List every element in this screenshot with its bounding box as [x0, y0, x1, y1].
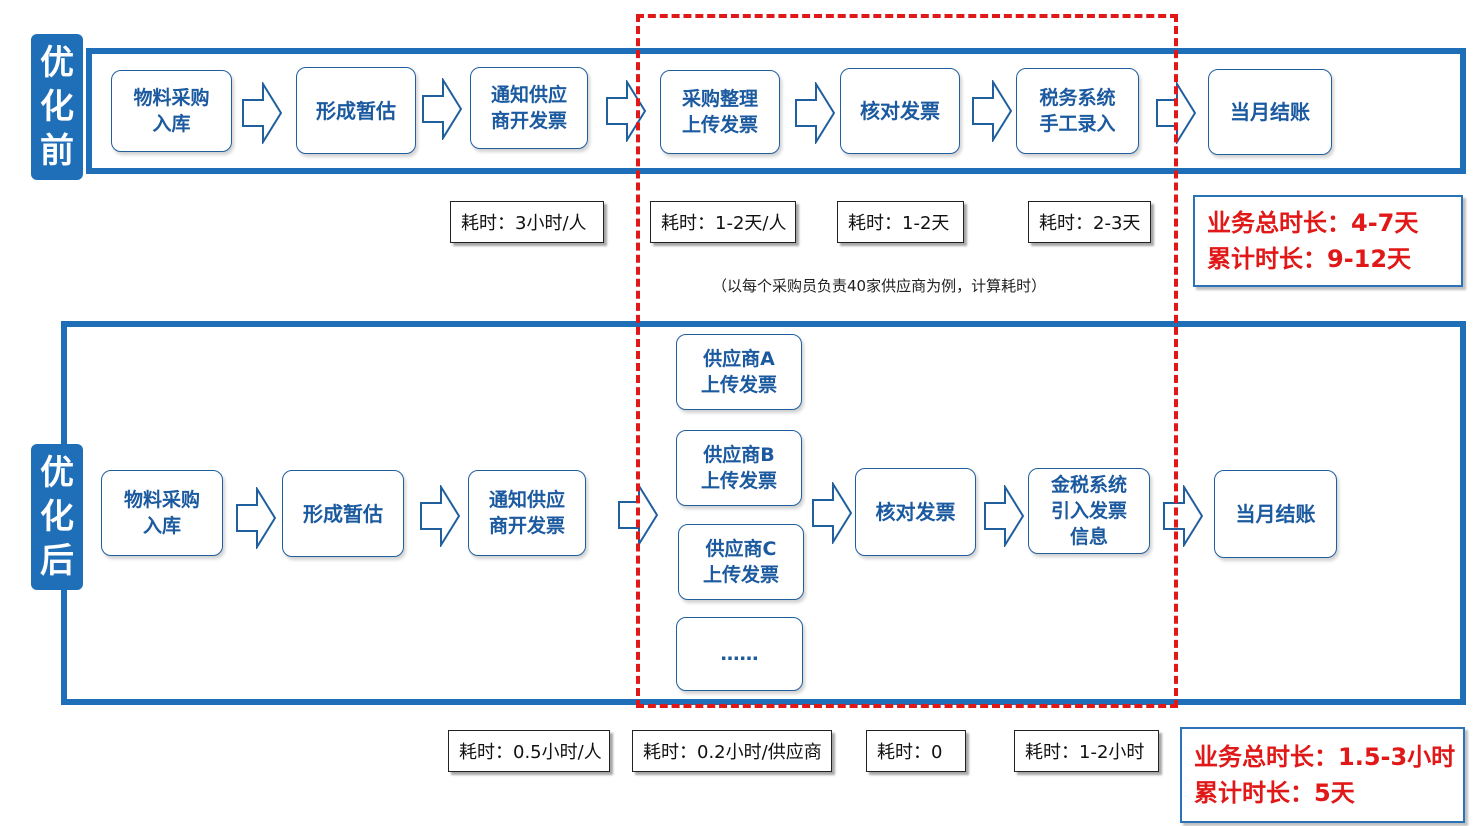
step-label-line: 形成暂估	[316, 98, 396, 123]
supplier-a-upload: 供应商A 上传发票	[676, 334, 802, 410]
step-label: 物料采购入库	[124, 487, 200, 539]
step-label: ……	[721, 641, 759, 667]
arrow-right-icon	[242, 82, 282, 144]
calculation-note: （以每个采购员负责40家供应商为例，计算耗时）	[712, 277, 1047, 295]
before-step-notify-supplier: 通知供应商开发票	[470, 67, 588, 149]
before-label-char: 优	[40, 43, 74, 83]
step-label: 物料采购入库	[133, 85, 209, 137]
step-label: 金税系统引入发票信息	[1051, 472, 1127, 550]
before-summary-cumulative-duration: 累计时长：9-12天	[1207, 245, 1412, 273]
before-step-purchase-receipt: 物料采购入库	[111, 70, 232, 152]
step-label-line: 上传发票	[700, 470, 777, 492]
arrow-right-icon	[618, 484, 658, 546]
arrow-right-icon	[422, 78, 462, 140]
before-frame	[86, 48, 1466, 174]
step-label-line: 供应商C	[705, 538, 777, 560]
step-label-line: 通知供应	[488, 489, 565, 511]
after-step-purchase-receipt: 物料采购入库	[101, 470, 223, 556]
step-label-line: 供应商A	[703, 348, 775, 370]
step-label-line: ……	[720, 643, 759, 665]
step-label: 供应商A 上传发票	[701, 346, 777, 398]
supplier-c-upload: 供应商C 上传发票	[678, 524, 804, 600]
before-step-month-close: 当月结账	[1208, 69, 1332, 155]
step-label-line: 入库	[142, 515, 181, 537]
step-label: 采购整理上传发票	[682, 86, 758, 138]
before-step-organize-upload: 采购整理上传发票	[660, 70, 780, 154]
before-summary: 业务总时长：4-7天 累计时长：9-12天	[1193, 195, 1463, 287]
step-label: 核对发票	[860, 97, 940, 125]
arrow-right-icon	[812, 482, 852, 544]
before-step-estimate: 形成暂估	[296, 67, 416, 154]
after-summary-business-duration: 业务总时长：1.5-3小时	[1194, 743, 1456, 771]
step-label-line: 税务系统	[1039, 87, 1116, 109]
after-step-estimate: 形成暂估	[282, 470, 404, 557]
step-label: 税务系统手工录入	[1039, 85, 1115, 137]
after-step-notify-supplier: 通知供应商开发票	[468, 470, 586, 556]
arrow-right-icon	[1163, 485, 1203, 547]
step-label-line: 上传发票	[681, 114, 758, 136]
step-label: 供应商C 上传发票	[703, 536, 779, 588]
before-time-upload: 耗时：1-2天/人	[650, 201, 796, 243]
step-label: 核对发票	[876, 498, 956, 526]
after-summary-cumulative-duration: 累计时长：5天	[1194, 779, 1355, 807]
before-step-verify-invoice: 核对发票	[840, 68, 960, 154]
step-label-line: 核对发票	[860, 99, 940, 123]
arrow-right-icon	[972, 80, 1012, 142]
after-label-char: 化	[40, 497, 74, 537]
step-label-line: 信息	[1069, 526, 1108, 548]
before-time-notify: 耗时：3小时/人	[450, 201, 604, 243]
arrow-right-icon	[420, 485, 460, 547]
after-step-month-close: 当月结账	[1214, 470, 1337, 558]
step-label: 形成暂估	[316, 97, 396, 125]
after-label-char: 后	[40, 541, 74, 581]
step-label-line: 通知供应	[490, 84, 567, 106]
supplier-b-upload: 供应商B 上传发票	[676, 430, 802, 506]
step-label-line: 商开发票	[488, 515, 565, 537]
arrow-right-icon	[1156, 82, 1196, 144]
after-summary: 业务总时长：1.5-3小时 累计时长：5天	[1180, 727, 1465, 823]
step-label: 当月结账	[1236, 500, 1316, 528]
before-time-verify: 耗时：1-2天	[837, 201, 964, 243]
arrow-right-icon	[795, 82, 835, 144]
after-label-char: 优	[40, 453, 74, 493]
step-label: 形成暂估	[303, 500, 383, 528]
before-label: 优 化 前	[31, 34, 83, 180]
supplier-more: ……	[676, 617, 803, 691]
before-summary-business-duration: 业务总时长：4-7天	[1207, 209, 1419, 237]
step-label: 当月结账	[1230, 98, 1310, 126]
before-label-char: 化	[40, 87, 74, 127]
after-time-notify: 耗时：0.5小时/人	[448, 730, 610, 772]
step-label-line: 当月结账	[1235, 502, 1316, 526]
before-label-char: 前	[40, 131, 74, 171]
arrow-right-icon	[606, 80, 646, 142]
step-label-line: 当月结账	[1230, 100, 1310, 124]
step-label-line: 引入发票	[1050, 500, 1127, 522]
step-label: 通知供应商开发票	[489, 487, 565, 539]
step-label-line: 上传发票	[702, 564, 779, 586]
step-label-line: 形成暂估	[303, 501, 383, 526]
arrow-right-icon	[236, 487, 276, 549]
step-label-line: 核对发票	[875, 500, 956, 524]
step-label-line: 手工录入	[1039, 113, 1116, 135]
arrow-right-icon	[984, 485, 1024, 547]
step-label-line: 金税系统	[1050, 474, 1127, 496]
before-step-tax-manual-entry: 税务系统手工录入	[1016, 68, 1139, 154]
step-label: 通知供应商开发票	[491, 82, 567, 134]
after-time-verify: 耗时：0	[866, 730, 966, 772]
step-label-line: 商开发票	[490, 110, 567, 132]
step-label-line: 入库	[152, 113, 191, 135]
step-label-line: 采购整理	[681, 88, 758, 110]
step-label: 供应商B 上传发票	[701, 442, 777, 494]
after-time-supplier-upload: 耗时：0.2小时/供应商	[632, 730, 832, 772]
after-step-verify-invoice: 核对发票	[855, 468, 976, 556]
step-label-line: 供应商B	[703, 444, 775, 466]
after-step-golden-tax-import: 金税系统引入发票信息	[1028, 468, 1150, 554]
after-label: 优 化 后	[31, 444, 83, 590]
step-label-line: 物料采购	[133, 87, 210, 109]
step-label-line: 上传发票	[700, 374, 777, 396]
step-label-line: 物料采购	[123, 489, 200, 511]
after-time-import: 耗时：1-2小时	[1014, 730, 1159, 772]
before-time-tax-entry: 耗时：2-3天	[1028, 201, 1151, 243]
